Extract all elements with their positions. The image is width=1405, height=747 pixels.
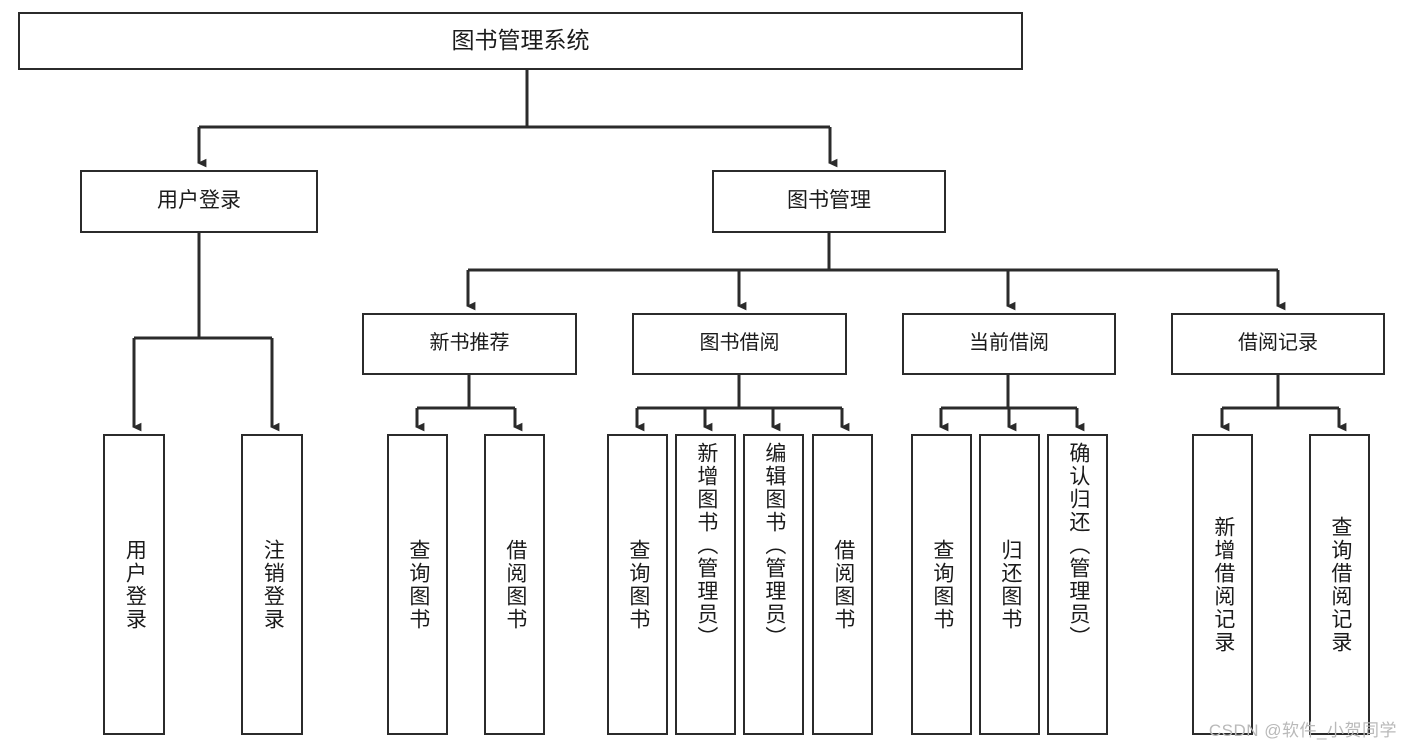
leaf-confirm-return-label: 确认归还（管理员） (1066, 442, 1090, 649)
leaf-logout-login-label: 注销登录 (261, 538, 285, 631)
node-root-label: 图书管理系统 (451, 27, 590, 54)
leaf-query-book-3[interactable]: 查询图书 (911, 434, 972, 735)
leaf-query-book-1[interactable]: 查询图书 (387, 434, 448, 735)
leaf-query-record[interactable]: 查询借阅记录 (1309, 434, 1370, 735)
leaf-return-book-label: 归还图书 (998, 538, 1022, 631)
node-user-login[interactable]: 用户登录 (80, 170, 318, 233)
leaf-query-book-1-label: 查询图书 (406, 538, 430, 631)
leaf-edit-book[interactable]: 编辑图书（管理员） (743, 434, 804, 735)
leaf-add-record[interactable]: 新增借阅记录 (1192, 434, 1253, 735)
node-book-management[interactable]: 图书管理 (712, 170, 946, 233)
node-borrow-record-label: 借阅记录 (1238, 332, 1318, 355)
leaf-query-book-3-label: 查询图书 (930, 538, 954, 631)
leaf-add-book[interactable]: 新增图书（管理员） (675, 434, 736, 735)
node-current-borrow-label: 当前借阅 (969, 332, 1049, 355)
leaf-borrow-book-2-label: 借阅图书 (831, 538, 855, 631)
node-book-management-label: 图书管理 (787, 189, 871, 213)
leaf-borrow-book-1[interactable]: 借阅图书 (484, 434, 545, 735)
leaf-user-login[interactable]: 用户登录 (103, 434, 165, 735)
leaf-return-book[interactable]: 归还图书 (979, 434, 1040, 735)
leaf-confirm-return[interactable]: 确认归还（管理员） (1047, 434, 1108, 735)
node-book-borrow[interactable]: 图书借阅 (632, 313, 847, 375)
leaf-logout-login[interactable]: 注销登录 (241, 434, 303, 735)
leaf-borrow-book-1-label: 借阅图书 (503, 538, 527, 631)
node-new-book-recommend[interactable]: 新书推荐 (362, 313, 577, 375)
leaf-query-record-label: 查询借阅记录 (1328, 515, 1352, 654)
leaf-add-record-label: 新增借阅记录 (1211, 515, 1235, 654)
leaf-borrow-book-2[interactable]: 借阅图书 (812, 434, 873, 735)
csdn-watermark: CSDN @软件_小贺同学 (1208, 721, 1397, 740)
leaf-query-book-2-label: 查询图书 (626, 538, 650, 631)
leaf-add-book-label: 新增图书（管理员） (694, 442, 718, 649)
leaf-user-login-label: 用户登录 (123, 538, 147, 631)
node-new-book-recommend-label: 新书推荐 (429, 332, 510, 355)
node-current-borrow[interactable]: 当前借阅 (902, 313, 1116, 375)
node-book-borrow-label: 图书借阅 (699, 332, 780, 355)
node-user-login-label: 用户登录 (157, 189, 241, 213)
node-borrow-record[interactable]: 借阅记录 (1171, 313, 1385, 375)
leaf-query-book-2[interactable]: 查询图书 (607, 434, 668, 735)
node-root[interactable]: 图书管理系统 (18, 12, 1023, 70)
leaf-edit-book-label: 编辑图书（管理员） (762, 442, 786, 649)
